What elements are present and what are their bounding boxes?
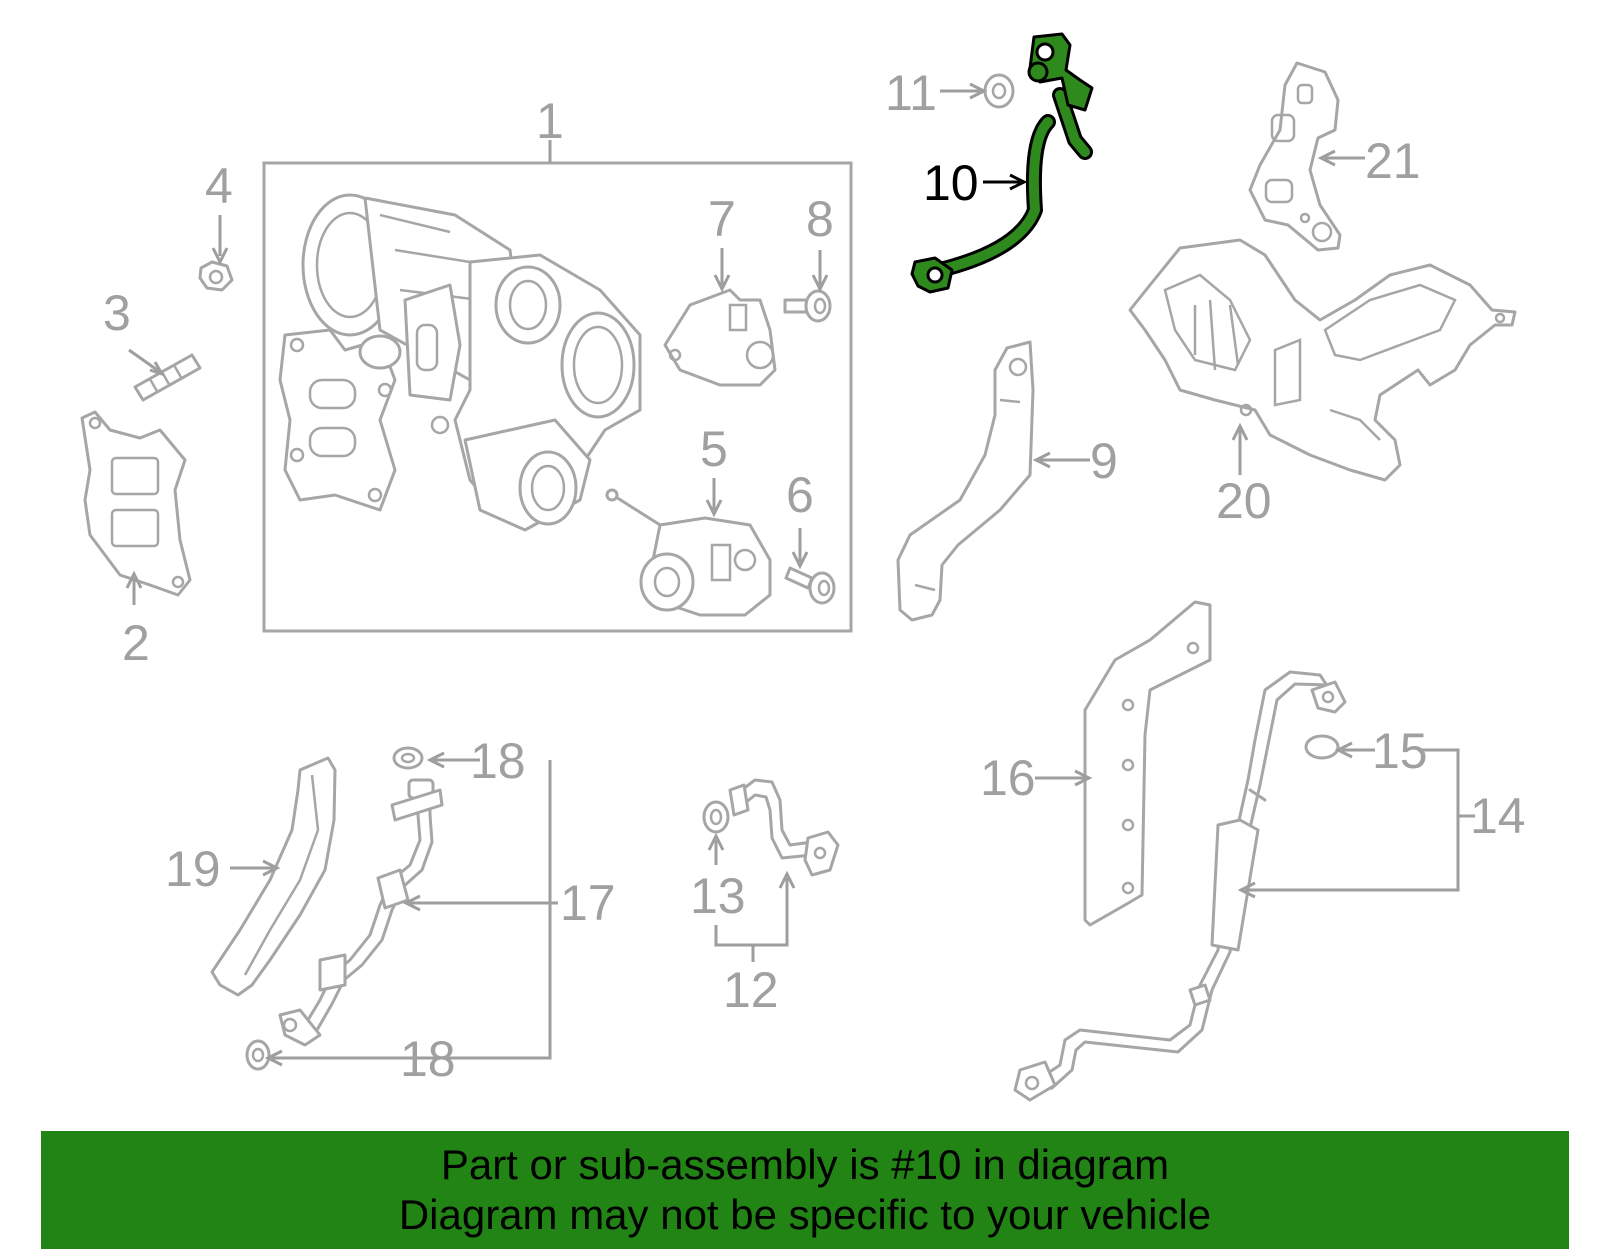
label-8: 8 <box>806 191 834 247</box>
part-12-oil-line[interactable] <box>728 778 840 877</box>
part-15-washer[interactable] <box>1304 734 1340 760</box>
label-13: 13 <box>690 868 746 924</box>
leader-lines <box>125 82 1475 1067</box>
part-11-washer[interactable] <box>983 73 1015 109</box>
parts-diagram: 1 2 3 4 5 6 7 8 9 10 11 12 13 14 15 16 1… <box>80 32 1526 1102</box>
label-15: 15 <box>1372 723 1428 779</box>
label-18-bottom: 18 <box>400 1031 456 1087</box>
banner-line-disclaimer: Diagram may not be specific to your vehi… <box>398 1191 1212 1238</box>
part-18-washer-bottom[interactable] <box>245 1039 271 1071</box>
label-21: 21 <box>1365 133 1421 189</box>
label-14: 14 <box>1470 788 1526 844</box>
label-7: 7 <box>708 191 736 247</box>
part-1-turbocharger[interactable] <box>262 161 853 633</box>
part-13-washer[interactable] <box>702 800 730 834</box>
part-17-coolant-line[interactable] <box>278 778 444 1047</box>
label-20: 20 <box>1216 473 1272 529</box>
label-19: 19 <box>165 841 221 897</box>
part-18-washer-top[interactable] <box>392 746 424 770</box>
part-2-gasket[interactable] <box>80 410 192 597</box>
label-1: 1 <box>536 93 564 149</box>
part-4-nut[interactable] <box>198 260 234 292</box>
part-16-heat-shield-plate[interactable] <box>1083 600 1212 927</box>
label-5: 5 <box>700 421 728 477</box>
label-17: 17 <box>560 875 616 931</box>
part-20-heat-shield[interactable] <box>1128 238 1517 482</box>
label-4: 4 <box>205 158 233 214</box>
label-2: 2 <box>122 615 150 671</box>
label-6: 6 <box>786 467 814 523</box>
banner-line-part-number: Part or sub-assembly is #10 in diagram <box>440 1141 1170 1188</box>
part-19-shield[interactable] <box>210 756 337 997</box>
label-18-top: 18 <box>470 733 526 789</box>
part-9-bracket[interactable] <box>896 340 1035 622</box>
part-10-oil-line-highlighted[interactable] <box>910 32 1094 294</box>
label-10: 10 <box>923 155 979 211</box>
label-9: 9 <box>1090 433 1118 489</box>
info-banner: Part or sub-assembly is #10 in diagram D… <box>41 1131 1569 1249</box>
part-labels: 1 2 3 4 5 6 7 8 9 10 11 12 13 14 15 16 1… <box>103 65 1526 1087</box>
label-11: 11 <box>885 65 937 121</box>
label-3: 3 <box>103 285 131 341</box>
part-21-bracket[interactable] <box>1248 61 1342 252</box>
part-14-oil-return-line[interactable] <box>1013 670 1347 1102</box>
label-12: 12 <box>723 962 779 1018</box>
label-16: 16 <box>980 750 1036 806</box>
